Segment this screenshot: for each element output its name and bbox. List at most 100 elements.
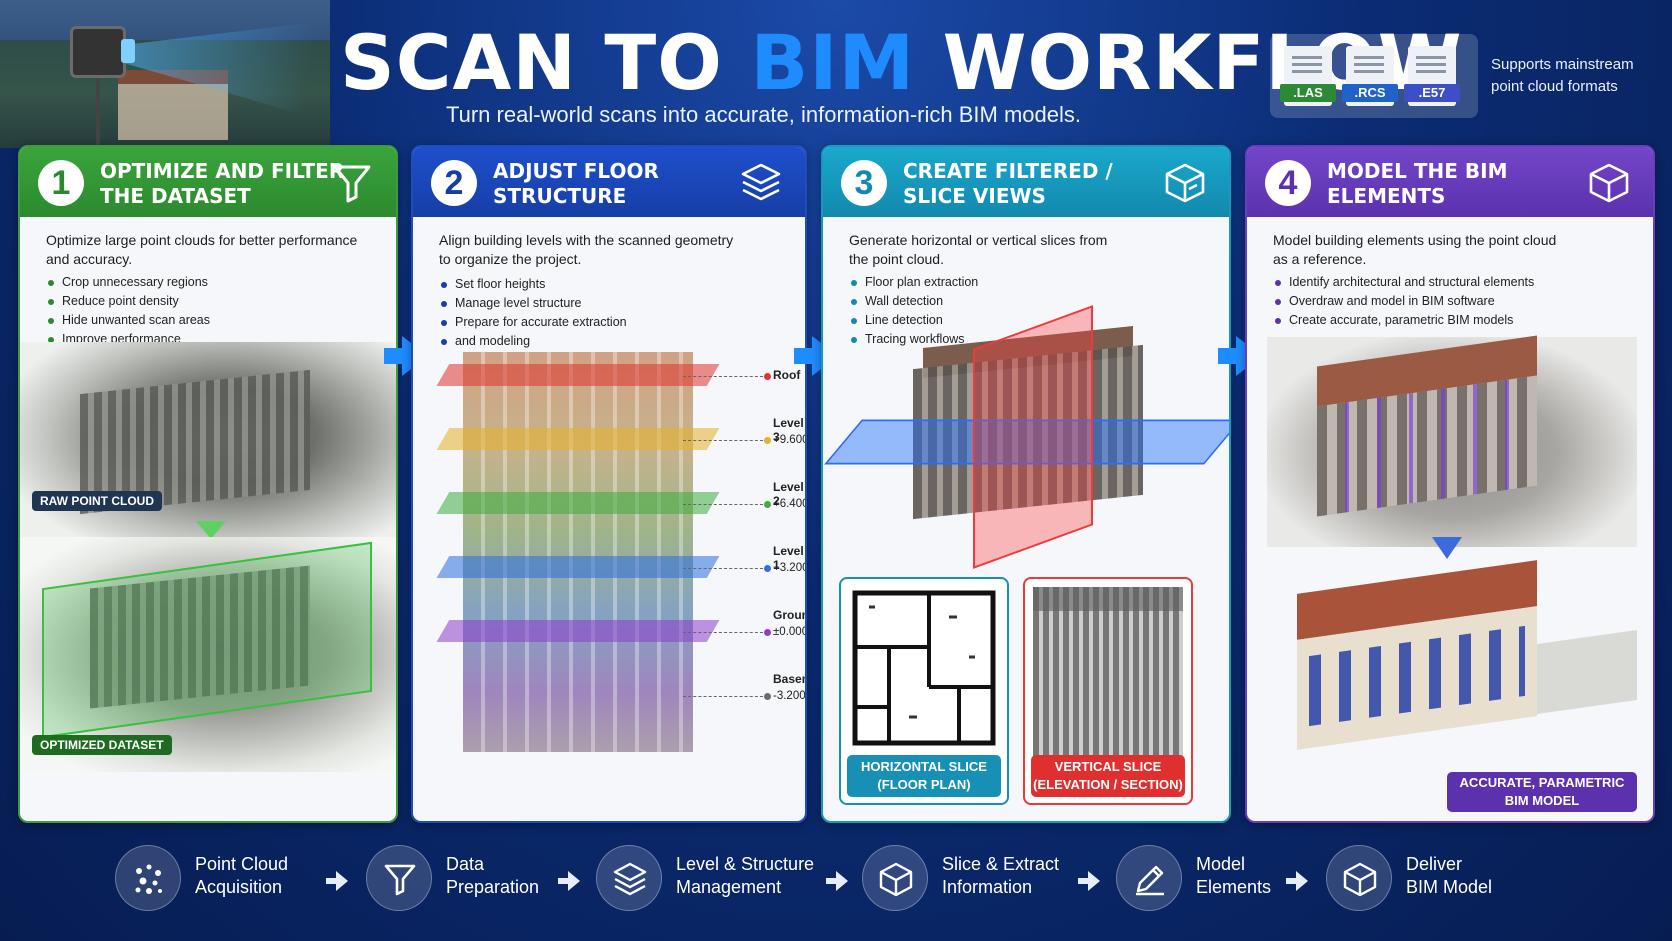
level-plane — [436, 620, 720, 642]
optimized-dataset-image — [20, 537, 396, 772]
point-cloud-icon — [115, 845, 181, 911]
level-elevation: -3.200 — [773, 690, 806, 702]
e57-label: .E57 — [1404, 84, 1460, 102]
level-plane — [436, 492, 720, 514]
layers-icon — [596, 845, 662, 911]
panel-model-bim: 4 MODEL THE BIM ELEMENTS Model building … — [1245, 145, 1655, 823]
panel-header: 2 ADJUST FLOOR STRUCTURE — [413, 147, 805, 217]
optimized-dataset-tag: OPTIMIZED DATASET — [32, 735, 172, 755]
bim-model-image — [1257, 560, 1647, 767]
slice-diagram — [824, 305, 1229, 569]
step-label-line1: Level & Structure — [676, 854, 815, 874]
step-arrow-icon — [1078, 871, 1100, 891]
las-file-icon: .LAS — [1280, 46, 1336, 106]
level-leader-line — [683, 504, 763, 505]
level-name: Ground — [773, 608, 805, 622]
desc-line1: Optimize large point clouds for better p… — [46, 232, 358, 248]
level-name: Level 1 — [773, 544, 804, 572]
level-name: Roof — [773, 368, 801, 382]
step-label-line1: Model — [1196, 854, 1246, 874]
list-item-continued: and modeling — [439, 332, 627, 351]
level-plane — [436, 428, 720, 450]
list-item: Overdraw and model in BIM software — [1273, 292, 1534, 311]
level-leader-line — [683, 376, 763, 377]
horizontal-slice-label: HORIZONTAL SLICE (FLOOR PLAN) — [847, 755, 1001, 797]
level-leader-line — [683, 632, 763, 633]
step-label: Data Preparation — [446, 853, 539, 899]
level-name: Level 2 — [773, 480, 804, 508]
scanner-illustration — [0, 0, 330, 148]
step-label-line1: Slice & Extract — [942, 854, 1060, 874]
panel-title: CREATE FILTERED / SLICE VIEWS — [903, 159, 1113, 209]
level-name: Basement — [773, 672, 805, 686]
down-arrow-icon — [1432, 537, 1462, 559]
bullet-list: Set floor heights Manage level structure… — [439, 275, 627, 351]
step-label-line2: Information — [942, 877, 1033, 897]
panel-title-line1: MODEL THE BIM — [1327, 159, 1508, 183]
list-item: Line detection — [849, 311, 978, 330]
desc-line2: to organize the project. — [439, 251, 582, 267]
down-arrow-icon — [196, 521, 226, 539]
panel-description: Model building elements using the point … — [1273, 231, 1556, 269]
level-name: Level 3 — [773, 416, 804, 444]
desc-line2: and accuracy. — [46, 251, 133, 267]
level-elevation: +9.600 — [773, 434, 807, 446]
vertical-slice-label: VERTICAL SLICE (ELEVATION / SECTION) — [1031, 755, 1185, 797]
slice-h-line1: HORIZONTAL SLICE — [861, 759, 987, 774]
cube-icon — [1589, 163, 1629, 203]
elevation-image — [1033, 587, 1183, 757]
scanner-tripod — [96, 78, 100, 148]
step-label: Slice & Extract Information — [942, 853, 1059, 899]
rcs-file-icon: .RCS — [1342, 46, 1398, 106]
pencil-icon — [1116, 845, 1182, 911]
title-part1: SCAN TO — [340, 18, 751, 107]
step-arrow-icon — [826, 871, 848, 891]
step-label-line1: Data — [446, 854, 485, 874]
bim-model-tag: ACCURATE, PARAMETRIC BIM MODEL — [1447, 772, 1637, 812]
list-item: Reduce point density — [46, 292, 210, 311]
building-point-cloud — [463, 352, 693, 752]
level-marker — [764, 373, 771, 380]
slice-v-line2: (ELEVATION / SECTION) — [1033, 777, 1183, 792]
desc-line2: as a reference. — [1273, 251, 1367, 267]
list-item-continued-text: and modeling — [455, 334, 531, 348]
list-item: Identify architectural and structural el… — [1273, 273, 1534, 292]
panel-optimize-filter: 1 OPTIMIZE AND FILTER THE DATASET Optimi… — [18, 145, 398, 823]
step-label-line1: Deliver — [1406, 854, 1463, 874]
rcs-label: .RCS — [1342, 84, 1398, 102]
level-marker — [764, 565, 771, 572]
level-leader-line — [683, 568, 763, 569]
slice-v-line1: VERTICAL SLICE — [1054, 759, 1162, 774]
bim-tag-line2: BIM MODEL — [1504, 793, 1580, 808]
step-label-line1: Point Cloud — [195, 854, 289, 874]
level-leader-line — [683, 696, 763, 697]
layers-icon — [741, 163, 781, 201]
step-number: 1 — [38, 160, 84, 206]
step-label-line2: Preparation — [446, 877, 540, 897]
panel-title-line2: ELEMENTS — [1327, 184, 1446, 208]
e57-file-icon: .E57 — [1404, 46, 1460, 106]
level-marker — [764, 693, 771, 700]
level-leader-line — [683, 440, 763, 441]
level-plane — [436, 556, 720, 578]
bullet-list: Crop unnecessary regions Reduce point de… — [46, 273, 210, 349]
level-elevation: +3.200 — [773, 562, 807, 574]
panel-header: 3 CREATE FILTERED / SLICE VIEWS — [823, 147, 1229, 217]
page-title: SCAN TO BIM WORKFLOW — [340, 18, 1462, 107]
formats-note: Supports mainstream point cloud formats — [1491, 54, 1661, 98]
list-item: Manage level structure — [439, 294, 627, 313]
desc-line1: Model building elements using the point … — [1273, 232, 1557, 248]
bim-tag-line1: ACCURATE, PARAMETRIC — [1459, 775, 1625, 790]
filter-icon — [366, 845, 432, 911]
panel-title: MODEL THE BIM ELEMENTS — [1327, 159, 1507, 209]
list-item: Hide unwanted scan areas — [46, 311, 210, 330]
list-item: Create accurate, parametric BIM models — [1273, 311, 1534, 330]
formats-note-line1: Supports mainstream — [1491, 56, 1634, 73]
level-marker — [764, 501, 771, 508]
filter-icon — [333, 165, 371, 203]
step-label-line2: Elements — [1196, 877, 1272, 897]
desc-line2: the point cloud. — [849, 251, 944, 267]
list-item: Floor plan extraction — [849, 273, 978, 292]
panel-title-line2: THE DATASET — [100, 184, 251, 208]
step-number: 2 — [431, 160, 477, 206]
